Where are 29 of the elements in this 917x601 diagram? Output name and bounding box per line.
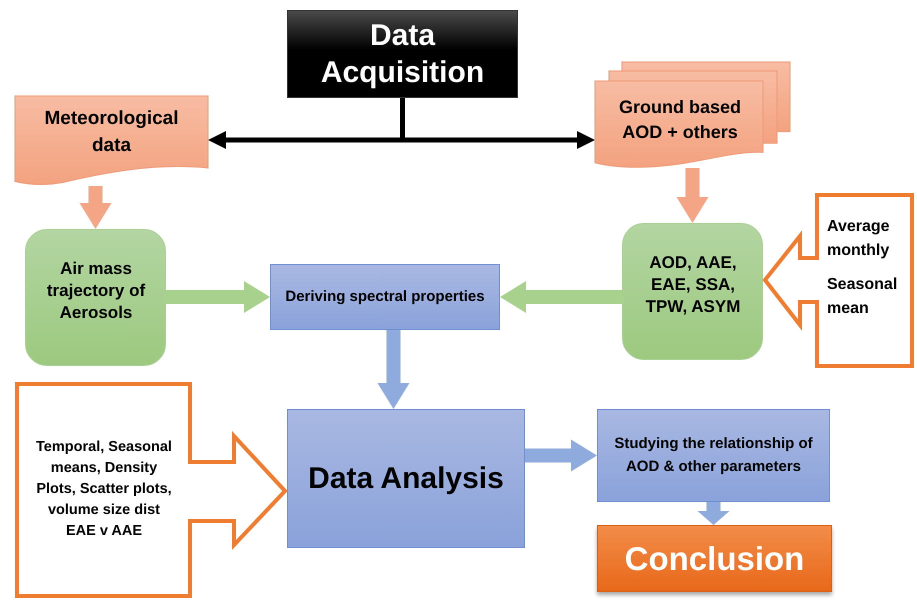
node-text: Data Analysis — [307, 460, 505, 496]
node-text: Air mass trajectory of Aerosols — [46, 258, 146, 324]
node-text: Studying the relationship of AOD & other parameters — [613, 434, 814, 476]
callout-shape — [763, 193, 914, 368]
process-box — [287, 10, 518, 98]
process-box — [287, 409, 525, 548]
arrow — [378, 330, 410, 409]
node-text: Deriving spectral properties — [284, 286, 486, 307]
node-text: Meteorological data — [43, 107, 180, 158]
node-text: Seasonal mean — [826, 275, 898, 319]
arrow — [166, 281, 270, 313]
arrow — [698, 502, 730, 525]
arrow — [500, 281, 622, 313]
conclusion-box — [597, 525, 832, 592]
multi-document-shape — [595, 62, 790, 168]
document-shape — [15, 96, 208, 186]
arrow — [676, 168, 708, 223]
node-text: Temporal, Seasonal means, Density Plots, Scatter plots, volume size dist EAE v AAE — [35, 438, 173, 542]
arrow — [525, 440, 597, 472]
node-text: Ground based AOD + others — [618, 96, 742, 144]
callout-shape — [15, 382, 287, 598]
node-text: Data Acquisition — [320, 18, 486, 91]
rounded-box — [622, 223, 763, 360]
process-box — [270, 264, 500, 330]
node-text: Average monthly — [826, 217, 891, 261]
process-box — [597, 409, 830, 502]
rounded-box — [25, 229, 166, 366]
node-text: AOD, AAE, EAE, SSA, TPW, ASYM — [644, 252, 742, 318]
node-text: Conclusion — [624, 538, 806, 578]
